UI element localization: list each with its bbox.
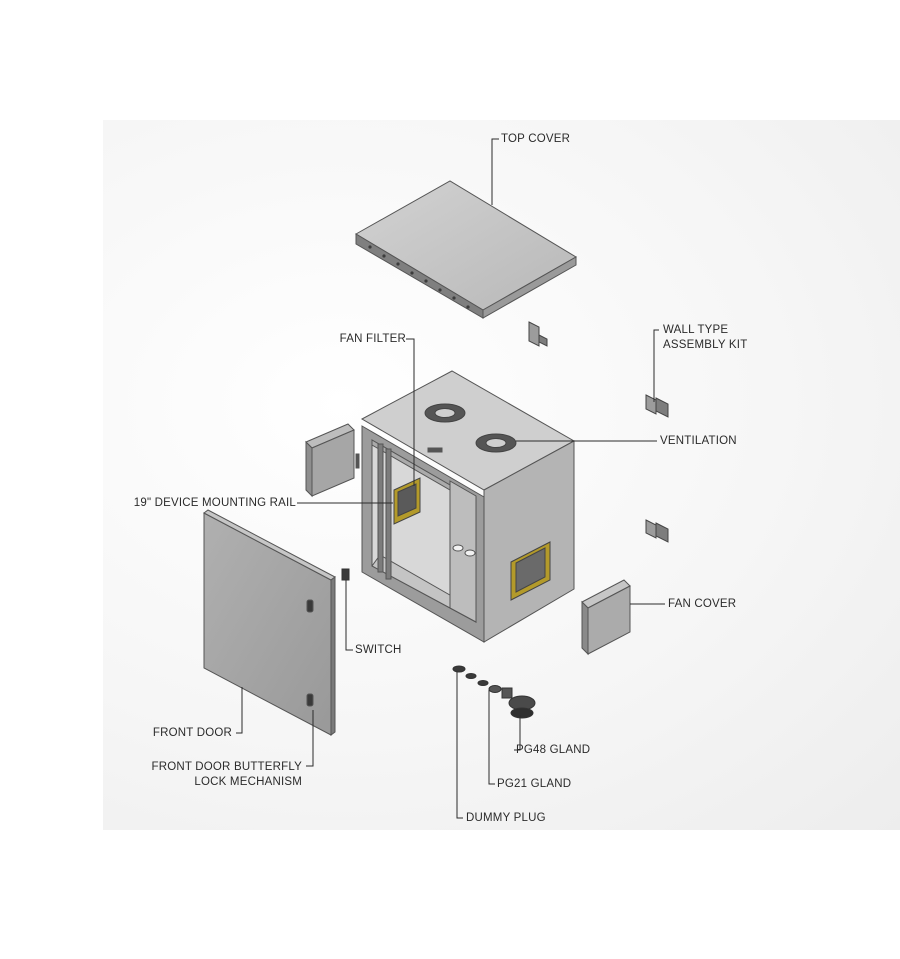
label-butterfly-line1: FRONT DOOR BUTTERFLY (151, 761, 302, 773)
leader-lines (236, 138, 665, 819)
label-wall-kit-line2: ASSEMBLY KIT (663, 339, 748, 351)
ventilation-fan-rear (424, 403, 466, 423)
label-top-cover: TOP COVER (501, 133, 571, 145)
label-fan-cover: FAN COVER (668, 598, 737, 610)
front-door (203, 509, 336, 736)
wall-bracket-lower (645, 519, 669, 543)
label-wall-kit-line1: WALL TYPE (663, 324, 729, 336)
cabinet-body (360, 370, 576, 643)
wall-bracket-upper (528, 321, 548, 347)
label-pg21-gland: PG21 GLAND (497, 778, 572, 790)
side-panel (305, 423, 360, 498)
label-butterfly-line2: LOCK MECHANISM (194, 776, 302, 788)
label-fan-filter: FAN FILTER (339, 333, 406, 345)
label-switch: SWITCH (355, 644, 402, 656)
cable-glands (452, 665, 536, 719)
top-cover (355, 180, 577, 319)
fan-filter (393, 477, 421, 525)
fan-cover (581, 579, 631, 656)
label-mounting-rail: 19" DEVICE MOUNTING RAIL (133, 497, 296, 509)
side-grille (510, 541, 551, 601)
switch-part (341, 568, 350, 581)
label-dummy-plug: DUMMY PLUG (466, 812, 546, 824)
label-pg48-gland: PG48 GLAND (516, 744, 591, 756)
ventilation-fan-front (475, 433, 517, 453)
wall-bracket-kit (645, 394, 669, 418)
label-ventilation: VENTILATION (660, 435, 737, 447)
label-front-door: FRONT DOOR (152, 727, 232, 739)
